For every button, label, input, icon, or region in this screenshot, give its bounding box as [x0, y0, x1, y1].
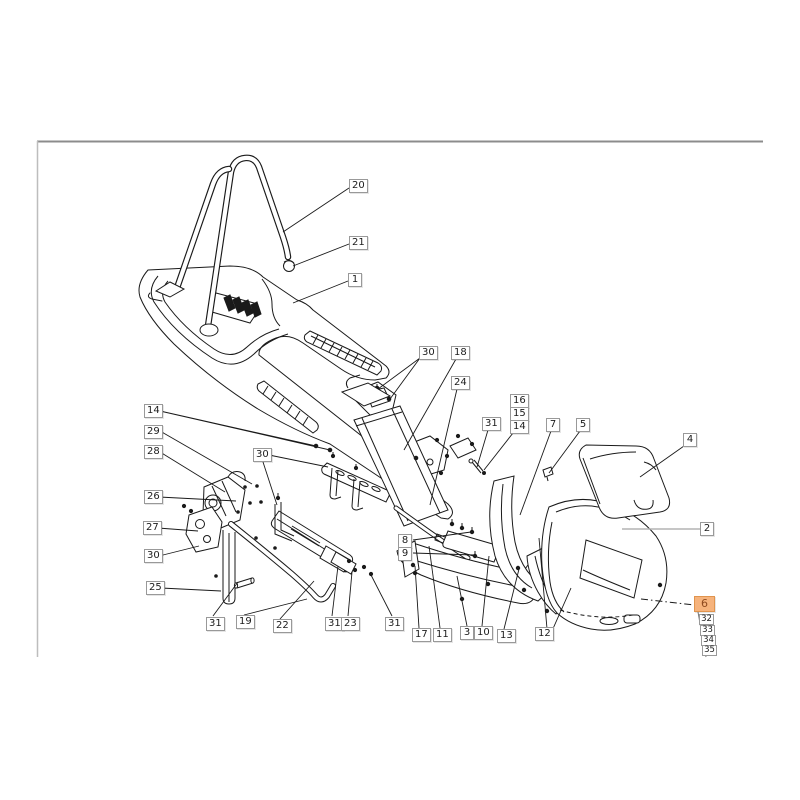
part-label-14-b[interactable]: 14: [144, 404, 163, 418]
part-label-25[interactable]: 25: [146, 581, 165, 595]
part-label-5[interactable]: 5: [576, 418, 590, 432]
part-label-4[interactable]: 4: [683, 433, 697, 447]
part-label-16[interactable]: 16: [510, 394, 529, 408]
tread-strip-right: [303, 330, 383, 376]
bolt-dots: [214, 484, 277, 578]
steering-rod: [393, 505, 471, 561]
tube-19: [228, 521, 336, 603]
dash-column: [340, 374, 449, 527]
part-label-10[interactable]: 10: [474, 626, 493, 640]
leader-lines: [157, 187, 685, 641]
part-label-35[interactable]: 35: [702, 645, 717, 656]
roll-bar-cap: [283, 260, 295, 272]
left-bracket-assembly: [181, 471, 246, 553]
tread-strip-lower: [256, 380, 319, 434]
part-label-28[interactable]: 28: [144, 445, 163, 459]
part-label-30-a[interactable]: 30: [419, 346, 438, 360]
part-label-17[interactable]: 17: [412, 628, 431, 642]
screw-5: [542, 466, 554, 482]
part-label-30-c[interactable]: 30: [253, 448, 272, 462]
part-label-13[interactable]: 13: [497, 629, 516, 643]
hood-2: [541, 499, 668, 631]
image-frame: [36, 140, 763, 657]
part-label-20[interactable]: 20: [349, 179, 368, 193]
part-label-23[interactable]: 23: [341, 617, 360, 631]
pin-31: [233, 577, 255, 589]
roll-bar: [147, 154, 292, 337]
part-label-9[interactable]: 9: [398, 547, 412, 561]
part-label-8[interactable]: 8: [398, 534, 412, 548]
part-label-3[interactable]: 3: [460, 626, 474, 640]
part-label-12[interactable]: 12: [535, 627, 554, 641]
part-label-18[interactable]: 18: [451, 346, 470, 360]
body-grille: [207, 292, 262, 324]
part-label-27[interactable]: 27: [143, 521, 162, 535]
part-label-14-a[interactable]: 14: [510, 420, 529, 434]
part-label-7[interactable]: 7: [546, 418, 560, 432]
l-bracket-30: [274, 493, 295, 542]
screw-31-center: [468, 458, 486, 475]
part-label-6-highlighted[interactable]: 6: [694, 596, 715, 612]
strut-25: [222, 530, 236, 605]
part-label-31-b[interactable]: 31: [206, 617, 225, 631]
part-label-11[interactable]: 11: [433, 628, 452, 642]
part-label-31-a[interactable]: 31: [482, 417, 501, 431]
part-label-21[interactable]: 21: [349, 236, 368, 250]
part-label-2[interactable]: 2: [700, 522, 714, 536]
part-label-26[interactable]: 26: [144, 490, 163, 504]
seat-4: [578, 444, 671, 519]
part-label-22[interactable]: 22: [273, 619, 292, 633]
part-label-30-b[interactable]: 30: [144, 549, 163, 563]
part-label-32[interactable]: 32: [699, 614, 714, 625]
part-label-29[interactable]: 29: [144, 425, 163, 439]
part-label-31-d[interactable]: 31: [385, 617, 404, 631]
part-label-24[interactable]: 24: [451, 376, 470, 390]
part-label-1[interactable]: 1: [348, 273, 362, 287]
part-label-19[interactable]: 19: [236, 615, 255, 629]
part-label-15[interactable]: 15: [510, 407, 529, 421]
